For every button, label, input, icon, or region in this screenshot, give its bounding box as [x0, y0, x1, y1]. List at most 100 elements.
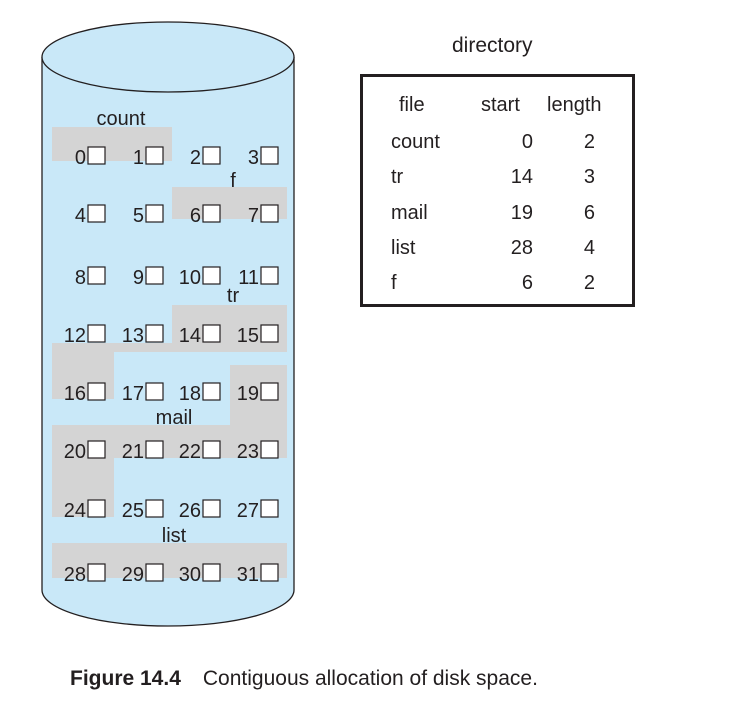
block-number: 28 [64, 564, 86, 586]
block-number: 7 [248, 205, 259, 227]
block-box [260, 266, 279, 285]
file-label-f: f [230, 170, 236, 192]
row-start: 28 [510, 237, 533, 259]
disk-block: 30 [179, 563, 221, 586]
figure-number: Figure 14.4 [70, 667, 181, 690]
block-number: 13 [122, 325, 144, 347]
block-number: 6 [190, 205, 201, 227]
disk-block: 19 [237, 382, 279, 405]
block-number: 10 [179, 267, 201, 289]
disk-block: 21 [122, 440, 164, 463]
disk-block: 1 [133, 146, 164, 169]
disk-block: 29 [122, 563, 164, 586]
block-number: 23 [237, 441, 259, 463]
block-number: 8 [75, 267, 86, 289]
block-box [260, 499, 279, 518]
block-box [202, 440, 221, 459]
row-file: list [391, 237, 416, 259]
block-box [145, 204, 164, 223]
disk-block: 18 [179, 382, 221, 405]
block-number: 16 [64, 383, 86, 405]
block-box [145, 266, 164, 285]
row-length: 6 [583, 202, 595, 224]
block-box [260, 382, 279, 401]
header-file: file [399, 94, 425, 116]
row-start: 14 [510, 166, 533, 188]
disk-block: 22 [179, 440, 221, 463]
block-box [87, 563, 106, 582]
row-length: 3 [583, 166, 595, 188]
disk-block: 15 [237, 324, 279, 347]
block-number: 24 [64, 500, 86, 522]
file-label-list: list [162, 525, 187, 547]
block-box [87, 499, 106, 518]
block-box [87, 146, 106, 165]
block-box [202, 266, 221, 285]
block-box [87, 440, 106, 459]
disk-block: 24 [64, 499, 106, 522]
block-number: 14 [179, 325, 201, 347]
block-number: 25 [122, 500, 144, 522]
alloc-count [52, 127, 172, 161]
directory-title: directory [452, 34, 533, 57]
row-file: count [391, 131, 440, 153]
block-number: 4 [75, 205, 86, 227]
block-box [145, 563, 164, 582]
block-number: 17 [122, 383, 144, 405]
header-start: start [481, 94, 520, 116]
block-box [87, 204, 106, 223]
block-box [202, 499, 221, 518]
disk-block: 27 [237, 499, 279, 522]
disk-block: 0 [75, 146, 106, 169]
row-file: tr [391, 166, 404, 188]
block-box [145, 382, 164, 401]
disk-block: 5 [133, 204, 164, 227]
block-box [87, 266, 106, 285]
row-start: 0 [521, 131, 533, 153]
block-box [260, 324, 279, 343]
block-box [87, 324, 106, 343]
block-number: 1 [133, 147, 144, 169]
directory-table: file start length count 0 2 tr 14 3 mail… [360, 74, 635, 307]
block-box [260, 146, 279, 165]
disk-block: 12 [64, 324, 106, 347]
block-box [202, 563, 221, 582]
disk-block: 9 [133, 266, 164, 289]
row-length: 2 [583, 272, 595, 294]
disk-block: 6 [190, 204, 221, 227]
block-box [202, 382, 221, 401]
row-length: 4 [583, 237, 595, 259]
disk-block: 17 [122, 382, 164, 405]
block-box [260, 440, 279, 459]
row-length: 2 [583, 131, 595, 153]
block-number: 11 [238, 267, 259, 289]
block-number: 27 [237, 500, 259, 522]
file-label-tr: tr [227, 285, 240, 307]
alloc-tr [52, 305, 287, 399]
disk-block: 11 [238, 266, 279, 289]
disk-block: 16 [64, 382, 106, 405]
disk-block: 3 [248, 146, 279, 169]
allocation-highlights [52, 127, 287, 578]
row-file: f [391, 272, 397, 294]
block-box [145, 146, 164, 165]
block-number: 29 [122, 564, 144, 586]
disk-block: 28 [64, 563, 106, 586]
block-number: 5 [133, 205, 144, 227]
disk-block: 23 [237, 440, 279, 463]
disk-block: 4 [75, 204, 106, 227]
block-box [202, 146, 221, 165]
block-box [202, 324, 221, 343]
disk-block: 31 [237, 563, 279, 586]
block-number: 20 [64, 441, 86, 463]
alloc-list [52, 543, 287, 578]
disk-block: 2 [190, 146, 221, 169]
block-number: 2 [190, 147, 201, 169]
block-box [145, 440, 164, 459]
disk-block: 10 [179, 266, 221, 289]
alloc-mail [52, 365, 287, 517]
block-box [145, 324, 164, 343]
